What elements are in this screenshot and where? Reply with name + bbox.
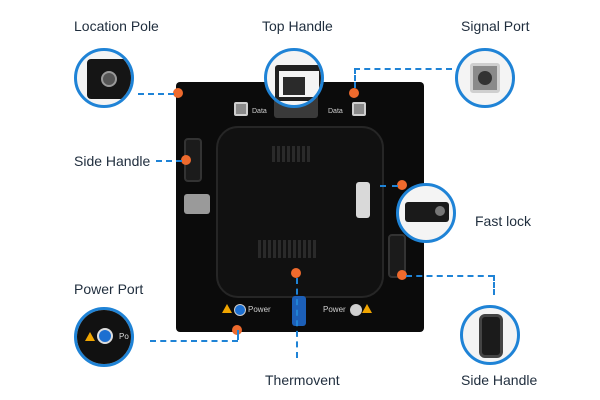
led-cabinet-panel: Data Data Power Power <box>176 82 424 332</box>
data-connector-right <box>352 102 366 116</box>
callout-line-signal-port-v <box>354 68 356 88</box>
side-bracket <box>184 194 210 214</box>
callout-line-power-port-h <box>150 340 238 342</box>
vent-grill-top <box>272 146 310 162</box>
label-side-handle-left: Side Handle <box>74 153 151 169</box>
callout-line-thermovent <box>296 278 298 358</box>
warning-icon <box>222 304 232 313</box>
data-label-right: Data <box>328 108 343 115</box>
power-connector-right <box>350 304 362 316</box>
label-signal-port: Signal Port <box>461 18 530 34</box>
marker-fast-lock <box>397 180 407 190</box>
vent-grill-bottom <box>258 240 316 258</box>
data-label-left: Data <box>252 108 267 115</box>
callout-line-power-port-v <box>237 330 239 340</box>
power-label-right: Power <box>323 305 346 314</box>
zoom-power-text: Po <box>119 332 129 341</box>
zoom-location-pole <box>74 48 134 108</box>
marker-side-handle-right <box>397 270 407 280</box>
callout-line-side-handle-left <box>156 160 182 162</box>
label-thermovent: Thermovent <box>265 372 340 388</box>
zoom-side-handle-right <box>460 305 520 365</box>
fast-lock-latch <box>356 182 370 218</box>
zoom-signal-port <box>455 48 515 108</box>
callout-line-signal-port-h <box>354 68 452 70</box>
marker-thermovent <box>291 268 301 278</box>
zoom-power-port: Po <box>74 307 134 367</box>
marker-side-handle-left <box>181 155 191 165</box>
zoom-warning-icon <box>85 332 95 341</box>
label-location-pole: Location Pole <box>74 18 159 34</box>
marker-location-pole <box>173 88 183 98</box>
warning-icon-right <box>362 304 372 313</box>
callout-line-side-handle-right-h <box>406 275 494 277</box>
power-connector-left <box>234 304 246 316</box>
label-side-handle-right: Side Handle <box>461 372 538 388</box>
label-fast-lock: Fast lock <box>475 213 532 229</box>
label-top-handle: Top Handle <box>262 18 333 34</box>
zoom-fast-lock <box>396 183 456 243</box>
callout-line-fast-lock <box>380 185 398 187</box>
thermovent-valve <box>292 296 306 326</box>
label-power-port: Power Port <box>74 281 144 297</box>
callout-line-side-handle-right-v <box>493 275 495 295</box>
zoom-top-handle <box>264 48 324 108</box>
callout-line-location-pole <box>138 93 174 95</box>
data-connector-left <box>234 102 248 116</box>
power-label-left: Power <box>248 305 271 314</box>
power-connector-icon <box>97 328 113 344</box>
marker-signal-port <box>349 88 359 98</box>
